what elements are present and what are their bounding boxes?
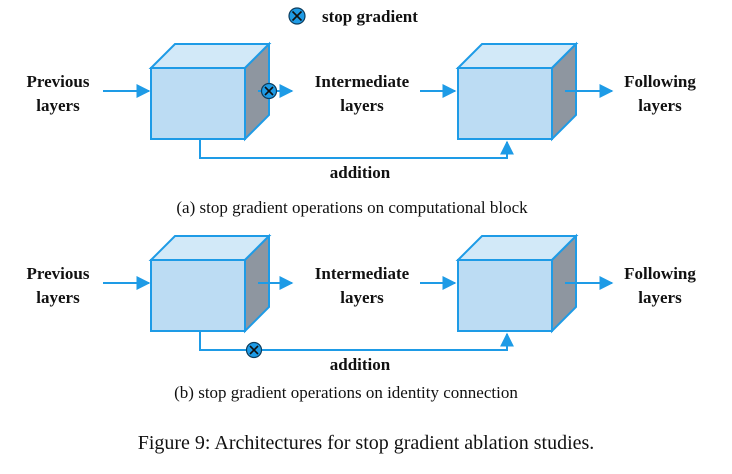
stop-gradient-icon xyxy=(260,82,278,100)
subcaption-a: (a) stop gradient operations on computat… xyxy=(176,198,528,217)
subcaption-b: (b) stop gradient operations on identity… xyxy=(174,383,518,402)
addition-label: addition xyxy=(330,355,391,374)
middle-label-line2: layers xyxy=(340,96,384,115)
legend: stop gradient xyxy=(288,7,418,26)
addition-label: addition xyxy=(330,163,391,182)
middle-label-line1: Intermediate xyxy=(315,264,410,283)
stop-gradient-icon xyxy=(288,7,306,25)
following-block-cube xyxy=(455,41,579,142)
middle-label-line2: layers xyxy=(340,288,384,307)
output-label-line1: Following xyxy=(624,264,696,283)
middle-label-line1: Intermediate xyxy=(315,72,410,91)
input-label-line1: Previous xyxy=(27,264,90,283)
computational-block-cube xyxy=(148,41,272,142)
diagram-b: Previous layers Intermediate layers Foll… xyxy=(27,233,696,402)
computational-block-cube xyxy=(148,233,272,334)
output-label-line2: layers xyxy=(638,288,682,307)
figure-caption: Figure 9: Architectures for stop gradien… xyxy=(138,432,595,454)
input-label-line2: layers xyxy=(36,96,80,115)
diagram-a: Previous layers Intermediate layers Foll… xyxy=(27,41,696,217)
input-label-line1: Previous xyxy=(27,72,90,91)
identity-connection xyxy=(199,139,514,159)
legend-label: stop gradient xyxy=(322,7,418,26)
identity-connection xyxy=(199,331,514,351)
stop-gradient-icon xyxy=(245,341,263,359)
following-block-cube xyxy=(455,233,579,334)
input-label-line2: layers xyxy=(36,288,80,307)
output-label-line1: Following xyxy=(624,72,696,91)
output-label-line2: layers xyxy=(638,96,682,115)
